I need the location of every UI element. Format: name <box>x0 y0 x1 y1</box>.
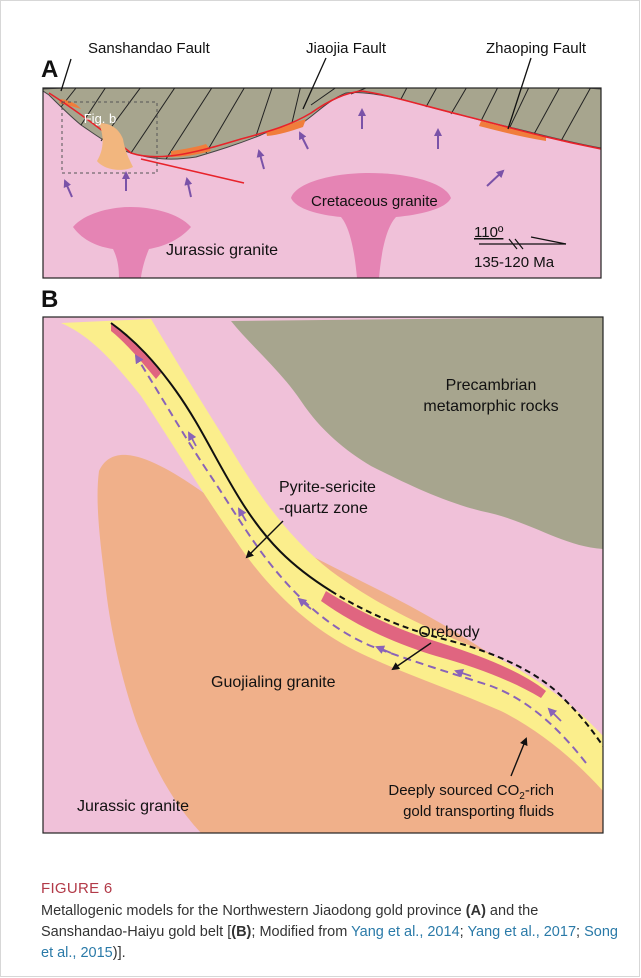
zone-label-2: -quartz zone <box>279 500 368 517</box>
inset-label: Fig. b <box>84 111 117 126</box>
figure-number: FIGURE 6 <box>41 879 621 899</box>
fault-label-zhaoping: Zhaoping Fault <box>486 40 587 57</box>
figure-svg: A <box>1 1 641 871</box>
jurassic-granite-label-b: Jurassic granite <box>77 798 189 815</box>
zone-label-1: Pyrite-sericite <box>279 479 376 496</box>
orientation-label: 110º <box>474 224 504 241</box>
fault-label-sanshandao: Sanshandao Fault <box>88 40 211 57</box>
orebody-label: Orebody <box>418 624 479 641</box>
panel-b-label: B <box>41 286 58 313</box>
figure-caption: FIGURE 6 Metallogenic models for the Nor… <box>41 879 621 964</box>
fault-label-jiaojia: Jiaojia Fault <box>306 40 387 57</box>
guojialing-label: Guojialing granite <box>211 674 336 691</box>
caption-text: Metallogenic models for the Northwestern… <box>41 901 621 964</box>
age-label: 135-120 Ma <box>474 254 555 271</box>
fluids-label-2: gold transporting fluids <box>403 803 554 820</box>
panel-a: A <box>41 40 601 278</box>
panel-b: B <box>41 286 603 833</box>
cretaceous-granite-label: Cretaceous granite <box>311 193 438 210</box>
ref-link-1[interactable]: Yang et al., 2014 <box>351 924 460 940</box>
precambrian-label-2: metamorphic rocks <box>423 398 558 415</box>
panel-a-section: Fig. b <box>43 80 601 278</box>
jurassic-granite-label-a: Jurassic granite <box>166 242 278 259</box>
ref-link-2[interactable]: Yang et al., 2017 <box>467 924 576 940</box>
panel-a-label: A <box>41 56 58 83</box>
precambrian-label-1: Precambrian <box>446 377 537 394</box>
